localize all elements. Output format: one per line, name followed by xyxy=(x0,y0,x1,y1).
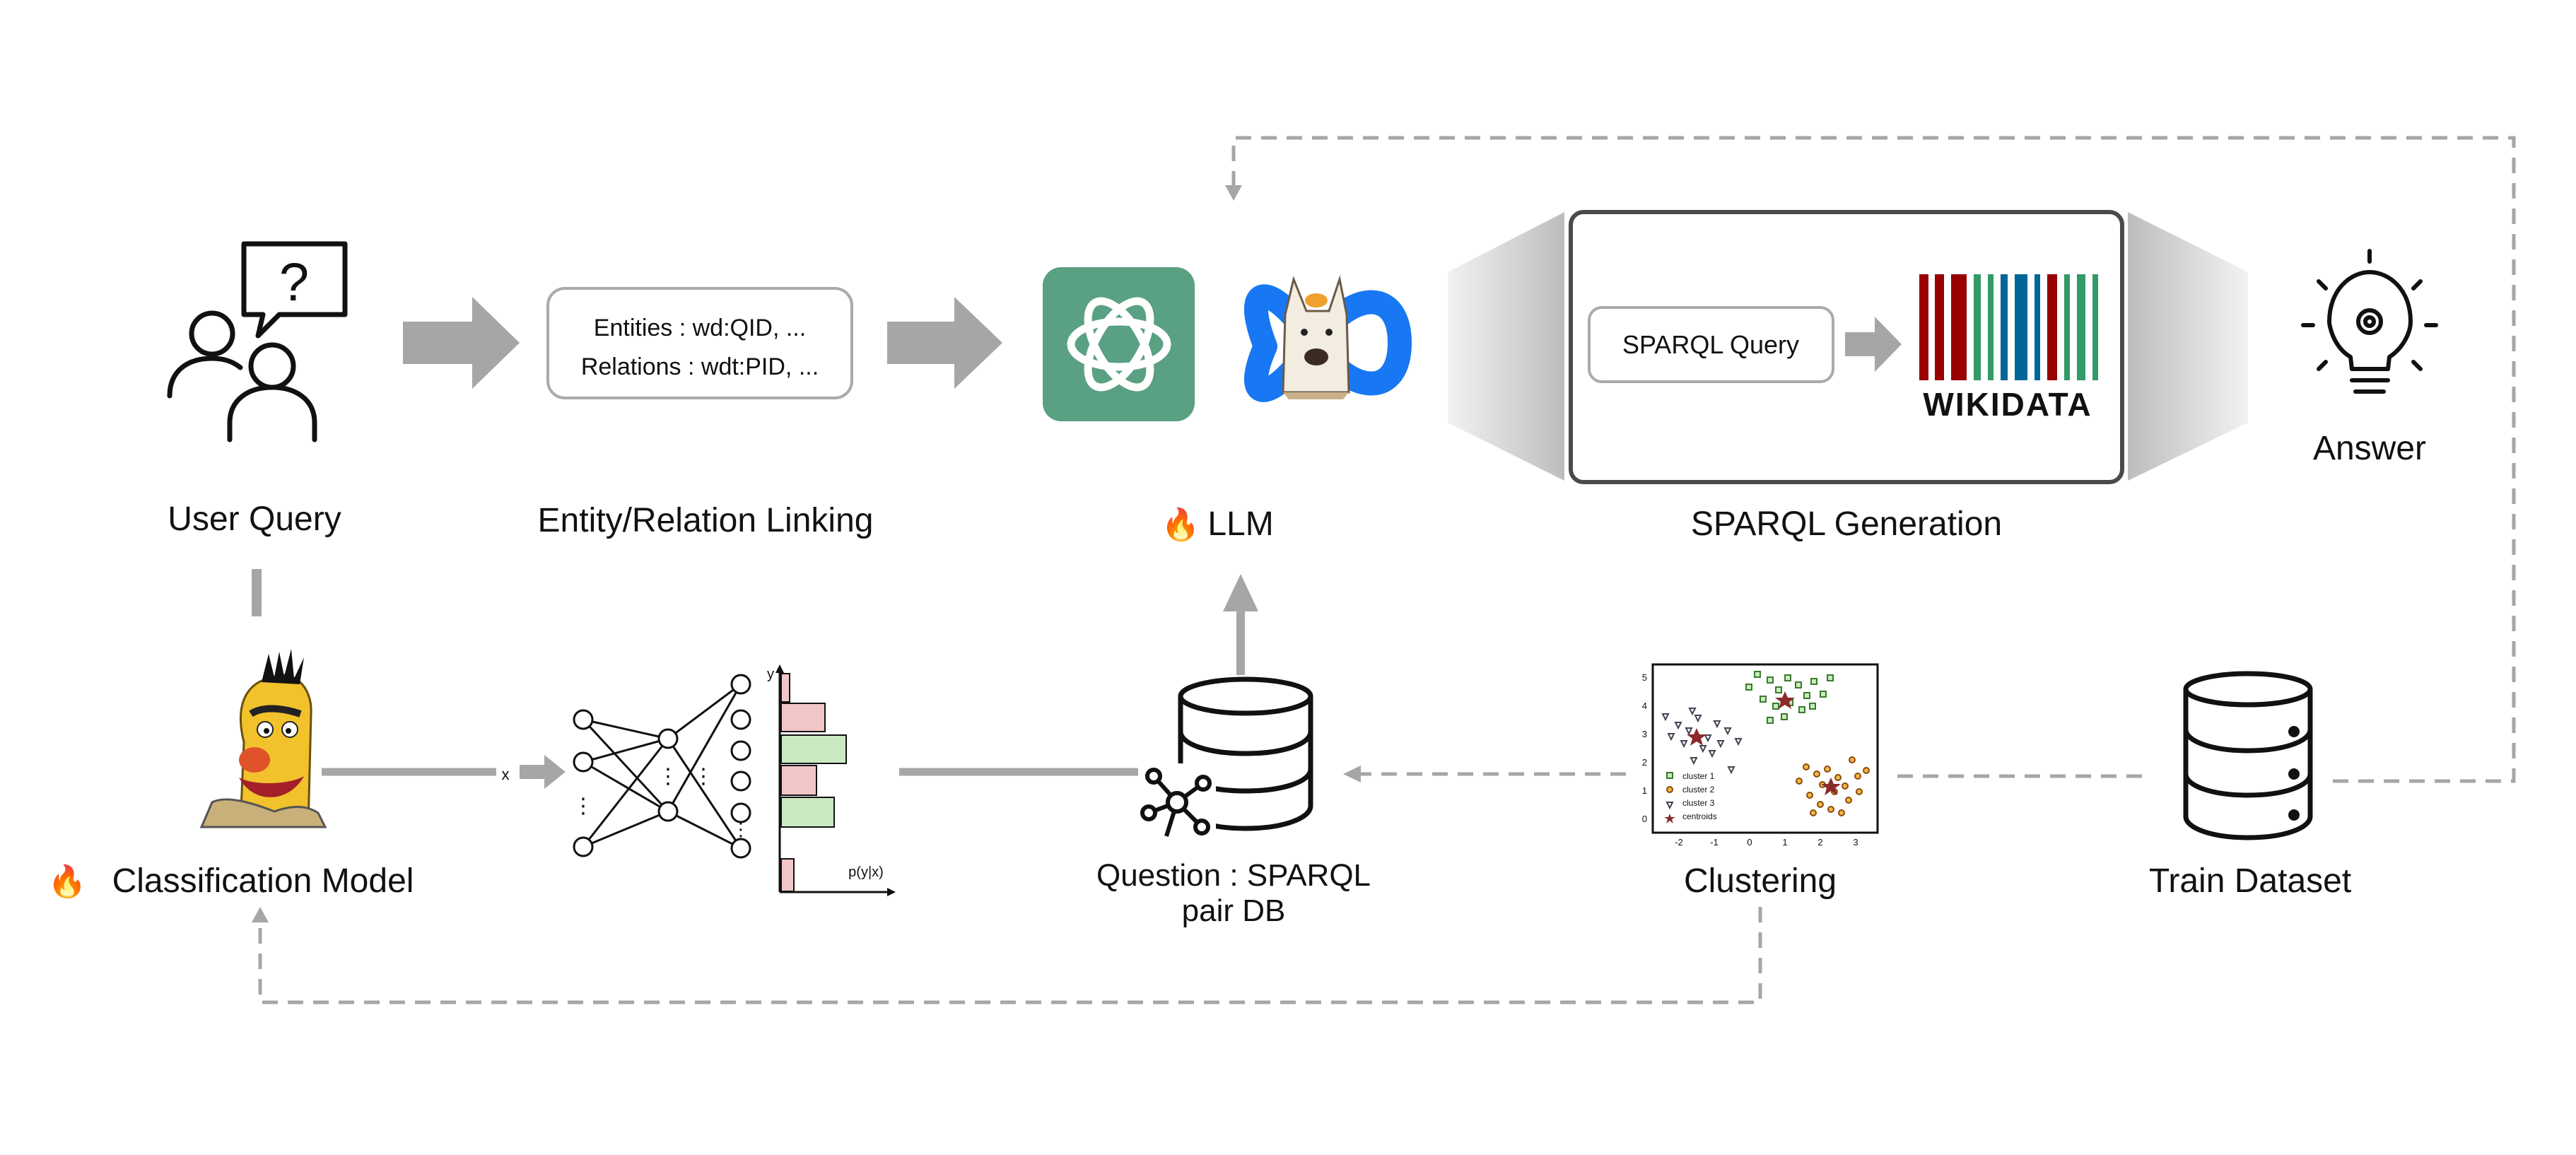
wikidata-logo-text: WIKIDATA xyxy=(1923,386,2092,423)
llama-icon xyxy=(1282,275,1350,399)
clustering-plot: cluster 1 cluster 2 cluster 3 centroids … xyxy=(1642,663,1879,848)
arrow-db-to-llm-head xyxy=(1223,574,1258,611)
y-tick-4: 4 xyxy=(1642,700,1647,711)
classification-fire-icon: 🔥 xyxy=(48,864,87,899)
hidden-ellipsis-2: ⋮ xyxy=(693,765,714,788)
legend-cluster-2: cluster 2 xyxy=(1682,785,1715,795)
speech-bubble-icon xyxy=(241,241,348,339)
answer-label: Answer xyxy=(2313,430,2426,467)
linking-box xyxy=(546,287,853,399)
classification-model-label: Classification Model xyxy=(112,862,414,900)
y-tick-1: 1 xyxy=(1642,785,1647,796)
openai-knot-icon xyxy=(1067,297,1171,392)
output-distribution-chart xyxy=(775,664,896,896)
train-dataset-icon xyxy=(2183,671,2313,840)
meta-logo-icon xyxy=(1243,284,1412,402)
legend-cluster-1: cluster 1 xyxy=(1682,771,1715,781)
neural-network-icon xyxy=(573,674,751,859)
wikidata-logo-icon xyxy=(1919,274,2098,380)
hidden-ellipsis: ⋮ xyxy=(657,765,679,788)
question-mark-icon: ? xyxy=(279,252,309,312)
centroid-markers xyxy=(1687,691,1841,795)
x-tick-0: 0 xyxy=(1747,837,1752,848)
user-query-icon xyxy=(167,241,348,442)
legend-centroids: centroids xyxy=(1682,811,1717,821)
classifier-input-label: x xyxy=(502,766,510,783)
y-tick-2: 2 xyxy=(1642,757,1647,768)
clustering-label: Clustering xyxy=(1684,862,1837,900)
openai-logo-icon xyxy=(1043,267,1195,421)
linking-relations-text: Relations : wdt:PID, ... xyxy=(581,353,819,380)
sparql-query-text: SPARQL Query xyxy=(1622,330,1799,359)
feedback-loop-top xyxy=(1231,136,2516,783)
gear-icon xyxy=(2356,308,2383,335)
llm-label: LLM xyxy=(1207,505,1273,543)
feedback-loop-bottom xyxy=(258,907,1762,1004)
arrow-into-classifier xyxy=(520,755,566,789)
sparql-funnel-left xyxy=(1448,212,1564,481)
user-query-label: User Query xyxy=(168,500,341,538)
x-tick-m2: -2 xyxy=(1675,837,1683,848)
person-head-icon xyxy=(189,310,235,357)
train-dataset-dots xyxy=(2288,726,2300,821)
entity-relation-linking-label: Entity/Relation Linking xyxy=(538,502,874,539)
question-sparql-db-label-line1: Question : SPARQL xyxy=(1096,858,1371,893)
x-tick-3: 3 xyxy=(1853,837,1858,848)
x-tick-2: 2 xyxy=(1817,837,1822,848)
output-y-label: y xyxy=(767,667,774,682)
legend-cluster-3: cluster 3 xyxy=(1682,798,1715,808)
sparql-generation-label: SPARQL Generation xyxy=(1691,505,2002,543)
database-icon xyxy=(1178,676,1313,831)
linking-entities-text: Entities : wd:QID, ... xyxy=(594,315,806,341)
network-hub-icon xyxy=(1138,763,1216,841)
lightbulb-icon xyxy=(2301,249,2438,394)
dashed-clustering-to-db-arrowhead xyxy=(1343,766,1361,782)
cluster-1-points xyxy=(1745,671,1834,724)
cluster-3-points xyxy=(1661,708,1743,775)
llm-fire-icon: 🔥 xyxy=(1161,507,1200,542)
y-tick-5: 5 xyxy=(1642,672,1647,683)
y-tick-0: 0 xyxy=(1642,814,1647,824)
cluster-legend-markers xyxy=(1664,772,1675,823)
x-tick-m1: -1 xyxy=(1710,837,1719,848)
x-tick-1: 1 xyxy=(1782,837,1787,848)
feedback-loop-top-arrowhead xyxy=(1225,185,1242,201)
output-distribution-label: p(y|x) xyxy=(848,864,884,880)
output-ellipsis: ⋮ xyxy=(732,819,750,840)
bert-character-icon xyxy=(199,649,327,828)
sparql-query-box xyxy=(1588,306,1834,383)
train-dataset-label: Train Dataset xyxy=(2149,862,2351,900)
arrow-linking-to-llm xyxy=(887,297,1002,389)
sparql-funnel-right xyxy=(2128,212,2248,481)
y-tick-3: 3 xyxy=(1642,729,1647,739)
input-ellipsis: ⋮ xyxy=(573,795,594,818)
arrow-user-to-linking xyxy=(403,297,520,389)
arrow-sparql-to-wikidata xyxy=(1845,317,1902,372)
feedback-loop-bottom-arrowhead xyxy=(252,907,269,922)
question-sparql-db-label-line2: pair DB xyxy=(1182,893,1286,928)
